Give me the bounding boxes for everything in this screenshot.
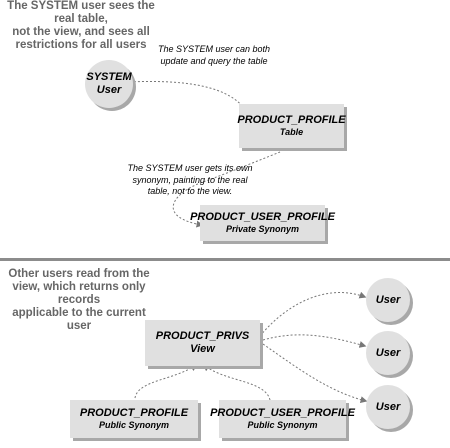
user-node-3: User — [366, 385, 410, 429]
user-node-2: User — [366, 331, 410, 375]
bottom-caption-line: applicable to the current user — [12, 307, 146, 332]
public-user-profile-subtitle: Public Synonym — [247, 420, 318, 430]
top-caption-line: The SYSTEM user sees the real table, — [7, 0, 155, 25]
update-query-note: The SYSTEM user can both update and quer… — [140, 44, 288, 67]
bottom-caption-line: view, which returns only records — [12, 281, 146, 306]
note-line: update and query the table — [160, 55, 268, 66]
product-privs-view-node: PRODUCT_PRIVS View — [145, 320, 260, 366]
note-line: The SYSTEM user gets its own — [127, 163, 253, 173]
system-user-node: SYSTEM User — [85, 60, 133, 108]
private-synonym-subtitle: Private Synonym — [225, 224, 300, 234]
bottom-caption-line: Other users read from the — [8, 268, 150, 280]
note-line: The SYSTEM user can both — [157, 44, 271, 54]
connector-view-to-user-1 — [259, 291, 367, 337]
connector-public-profile-to-view — [134, 364, 198, 399]
connector-table-to-private-synonym — [172, 151, 281, 228]
public-profile-title: PRODUCT_PROFILE — [79, 407, 189, 419]
user-label: User — [375, 293, 401, 306]
note-line: table, not to the view. — [147, 186, 233, 196]
user-label: User — [375, 346, 401, 359]
product-user-profile-public-synonym-node: PRODUCT_USER_PROFILE Public Synonym — [210, 400, 355, 438]
user-node-1: User — [366, 278, 410, 322]
private-synonym-title: PRODUCT_USER_PROFILE — [190, 211, 335, 223]
user-label: User — [375, 400, 401, 413]
connector-system-to-table — [120, 78, 252, 120]
note-line: synonym, painting to the real — [132, 174, 248, 185]
product-privs-title: PRODUCT_PRIVS — [155, 330, 250, 342]
product-profile-table-title: PRODUCT_PROFILE — [237, 114, 346, 126]
product-profile-public-synonym-node: PRODUCT_PROFILE Public Synonym — [70, 400, 198, 438]
connector-public-user-profile-to-view — [202, 364, 271, 401]
product-privs-subtitle: View — [190, 343, 215, 355]
private-synonym-note: The SYSTEM user gets its own synonym, pa… — [120, 163, 260, 198]
top-caption-line: not the view, and sees all — [12, 26, 150, 38]
product-user-profile-private-synonym-node: PRODUCT_USER_PROFILE Private Synonym — [190, 205, 335, 241]
connector-view-to-user-3 — [262, 343, 368, 404]
public-user-profile-title: PRODUCT_USER_PROFILE — [210, 407, 355, 419]
public-profile-subtitle: Public Synonym — [98, 420, 169, 430]
top-caption-line: restrictions for all users — [15, 39, 147, 51]
product-profile-table-node: PRODUCT_PROFILE Table — [237, 104, 346, 148]
system-user-title: SYSTEM — [86, 71, 132, 83]
product-profile-table-subtitle: Table — [279, 127, 304, 137]
bottom-caption: Other users read from the view, which re… — [0, 268, 158, 333]
connector-view-to-user-2 — [262, 334, 367, 348]
section-divider — [0, 258, 450, 261]
system-user-subtitle: User — [96, 84, 122, 96]
top-caption: The SYSTEM user sees the real table, not… — [0, 0, 162, 52]
